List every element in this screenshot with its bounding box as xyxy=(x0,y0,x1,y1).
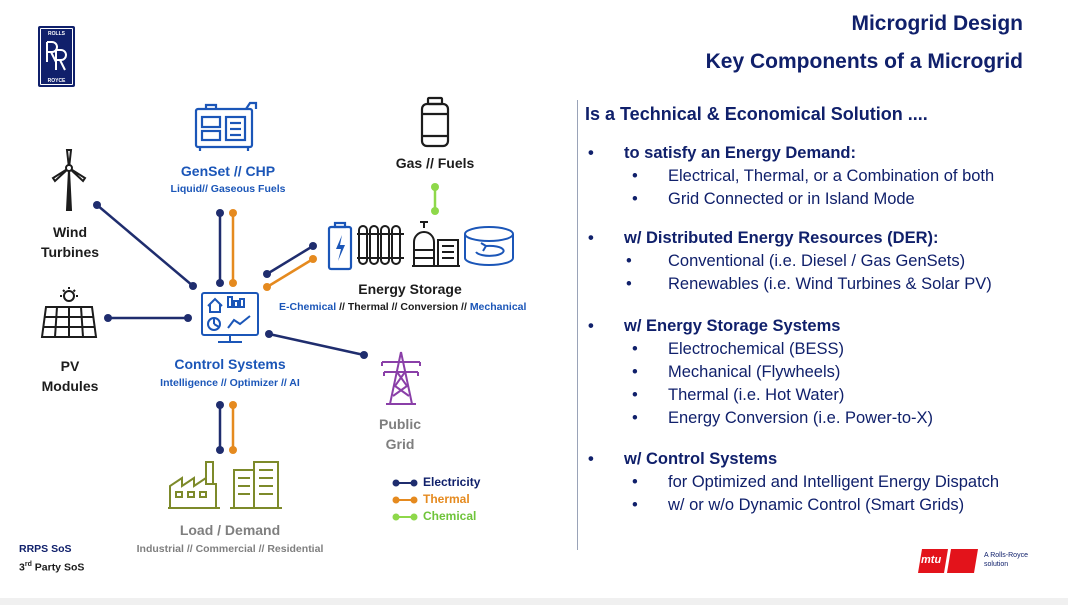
section-3-item-2-text: Mechanical (Flywheels) xyxy=(668,363,841,381)
flywheel-icon xyxy=(464,226,514,266)
mtu-tagline-line1: A Rolls-Royce xyxy=(984,552,1028,559)
section-2-title: •w/ Distributed Energy Resources (DER): xyxy=(588,229,939,247)
conversion-plant-icon xyxy=(412,221,460,267)
page-subtitle: Key Components of a Microgrid xyxy=(705,50,1023,73)
section-4-item-2-text: w/ or w/o Dynamic Control (Smart Grids) xyxy=(668,496,965,514)
mtu-tagline-line2: solution xyxy=(984,561,1009,568)
legend-label-electricity: Electricity xyxy=(423,475,481,489)
section-1-title-text: to satisfy an Energy Demand: xyxy=(624,144,856,162)
genset-title: GenSet // CHP xyxy=(180,163,276,179)
page-title: Microgrid Design xyxy=(851,12,1023,35)
genset-icon xyxy=(194,101,258,151)
bottom-bar xyxy=(0,598,1068,605)
footer-rrps: RRPS SoS xyxy=(19,543,72,555)
legend-swatch-electricity xyxy=(392,479,418,487)
section-2-item-2-text: Renewables (i.e. Wind Turbines & Solar P… xyxy=(668,275,992,293)
gas-title: Gas // Fuels xyxy=(395,155,475,171)
mtu-logo: mtu xyxy=(918,549,978,573)
section-4-title-text: w/ Control Systems xyxy=(624,450,778,468)
section-4-title: •w/ Control Systems xyxy=(588,450,778,468)
section-1-item-1-text: Electrical, Thermal, or a Combination of… xyxy=(668,167,995,185)
footer-third-rest: Party SoS xyxy=(31,561,85,574)
section-3-item-3: •Thermal (i.e. Hot Water) xyxy=(632,386,845,404)
wind-turbine-icon xyxy=(51,149,87,211)
right-heading: Is a Technical & Economical Solution ...… xyxy=(585,104,928,124)
footer-third-num: 3 xyxy=(19,561,25,574)
section-3-item-2: •Mechanical (Flywheels) xyxy=(632,363,841,381)
building-icon xyxy=(230,461,282,509)
section-2-item-2: •Renewables (i.e. Wind Turbines & Solar … xyxy=(626,275,992,293)
grid-line1: Public xyxy=(378,416,421,432)
section-3-item-3-text: Thermal (i.e. Hot Water) xyxy=(668,386,845,404)
section-3-item-4: •Energy Conversion (i.e. Power-to-X) xyxy=(632,409,934,427)
storage-title: Energy Storage xyxy=(358,281,462,297)
legend-swatch-chemical xyxy=(392,513,418,521)
mtu-logo-shape xyxy=(918,549,978,573)
vertical-divider xyxy=(577,100,578,550)
section-3-item-1-text: Electrochemical (BESS) xyxy=(668,340,845,358)
section-3-item-4-text: Energy Conversion (i.e. Power-to-X) xyxy=(668,409,934,427)
footer-third-party: 3rd Party SoS xyxy=(19,561,84,574)
genset-subtitle: Liquid// Gaseous Fuels xyxy=(170,183,286,195)
load-title: Load / Demand xyxy=(179,522,281,538)
section-3-title: •w/ Energy Storage Systems xyxy=(588,317,841,335)
section-4-item-1: •for Optimized and Intelligent Energy Di… xyxy=(632,473,1000,491)
wind-line1: Wind xyxy=(52,224,88,240)
rolls-royce-logo: ROLLS ROYCE xyxy=(38,26,75,87)
rr-monogram-icon xyxy=(46,41,67,71)
control-subtitle: Intelligence // Optimizer // AI xyxy=(160,377,300,389)
pv-line2: Modules xyxy=(41,378,99,394)
gas-cylinder-icon xyxy=(420,96,450,148)
section-4-item-2: •w/ or w/o Dynamic Control (Smart Grids) xyxy=(632,496,965,514)
section-2-item-1-text: Conventional (i.e. Diesel / Gas GenSets) xyxy=(668,252,966,270)
section-3-title-text: w/ Energy Storage Systems xyxy=(624,317,841,335)
battery-icon xyxy=(327,221,353,271)
radiator-icon xyxy=(357,225,404,265)
logo-line2: ROYCE xyxy=(47,78,66,84)
pv-line1: PV xyxy=(60,358,80,374)
storage-subtitle: E-Chemical // Thermal // Conversion // M… xyxy=(279,301,526,313)
storage-sub-middle: // Thermal // Conversion // xyxy=(336,301,470,313)
transmission-tower-icon xyxy=(381,351,421,405)
section-1-item-2: •Grid Connected or in Island Mode xyxy=(632,190,915,208)
section-1-item-2-text: Grid Connected or in Island Mode xyxy=(668,190,915,208)
control-system-icon xyxy=(201,292,259,343)
mtu-tagline: A Rolls-Royce solution xyxy=(984,551,1028,569)
section-1-item-1: •Electrical, Thermal, or a Combination o… xyxy=(632,167,995,185)
control-title: Control Systems xyxy=(174,356,286,372)
legend-label-thermal: Thermal xyxy=(423,492,470,506)
legend-label-chemical: Chemical xyxy=(423,509,477,523)
logo-line1: ROLLS xyxy=(48,31,65,37)
section-4-item-1-text: for Optimized and Intelligent Energy Dis… xyxy=(668,473,1000,491)
section-2-title-text: w/ Distributed Energy Resources (DER): xyxy=(624,229,939,247)
grid-line2: Grid xyxy=(385,436,415,452)
wind-line2: Turbines xyxy=(40,244,100,260)
section-1-title: •to satisfy an Energy Demand: xyxy=(588,144,856,162)
mtu-logo-text: mtu xyxy=(921,554,942,566)
section-3-item-1: •Electrochemical (BESS) xyxy=(632,340,845,358)
solar-panel-icon xyxy=(40,287,98,338)
diagram-connections xyxy=(93,183,439,454)
factory-icon xyxy=(168,461,220,509)
storage-sub-echemical: E-Chemical xyxy=(279,301,337,313)
load-subtitle: Industrial // Commercial // Residential xyxy=(136,543,324,555)
storage-sub-mechanical: Mechanical xyxy=(469,301,527,313)
legend-swatch-thermal xyxy=(392,496,418,504)
section-2-item-1: •Conventional (i.e. Diesel / Gas GenSets… xyxy=(626,252,966,270)
footer-third-sup: rd xyxy=(24,561,32,568)
